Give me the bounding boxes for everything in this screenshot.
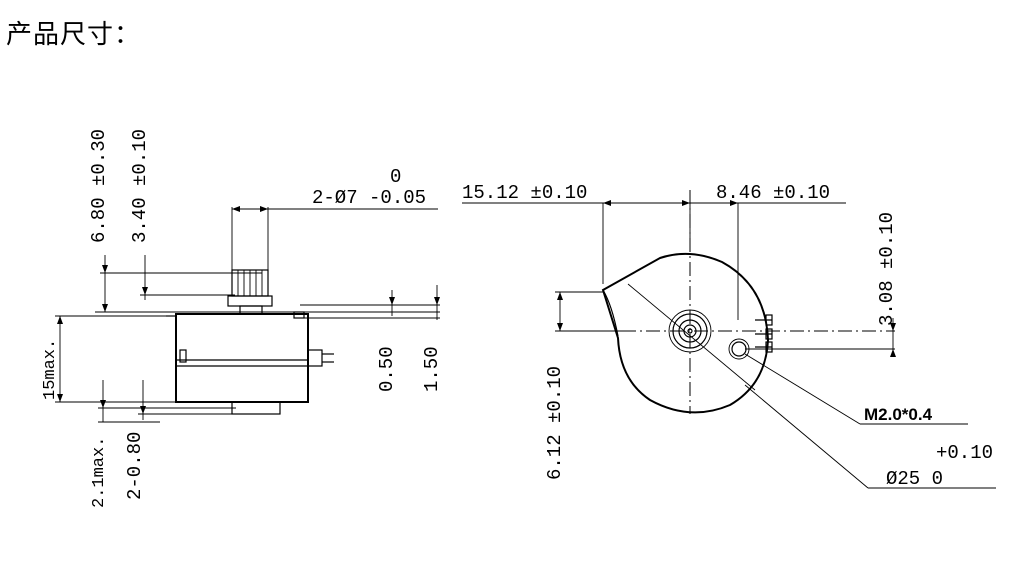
dim-15max: 15max. [41, 339, 60, 400]
dim-2-1max: 2.1max. [90, 437, 109, 508]
front-view [462, 190, 996, 489]
outer-diameter: Ø25 0 [886, 468, 943, 490]
page-title: 产品尺寸： [6, 20, 142, 50]
dim-6-80: 6.80 ±0.30 [88, 129, 110, 243]
dia-tolerance: +0.10 [936, 442, 993, 464]
dim-0-50: 0.50 [376, 346, 398, 392]
dim-6-12: 6.12 ±0.10 [544, 366, 566, 480]
dim-8-46: 8.46 ±0.10 [716, 182, 830, 204]
dim-1-50: 1.50 [421, 346, 443, 392]
dim-2-0-80: 2-0.80 [124, 432, 146, 500]
dim-3-40: 3.40 ±0.10 [129, 129, 151, 243]
gear-dia-tolerance: 0 [390, 166, 401, 188]
dim-15-12: 15.12 ±0.10 [462, 182, 587, 204]
gear-diameter: 2-Ø7 -0.05 [312, 187, 426, 209]
thread-callout: M2.0*0.4 [864, 405, 933, 424]
arrowheads [57, 200, 896, 414]
dim-3-08: 3.08 ±0.10 [876, 212, 898, 326]
